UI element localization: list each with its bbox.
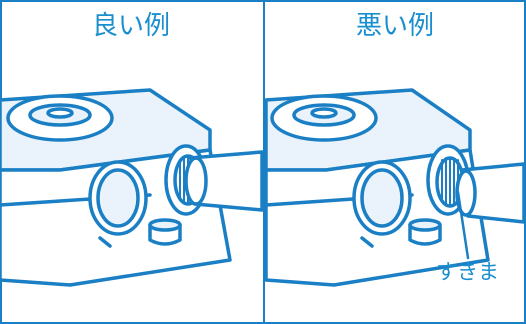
- panel-title-bad: 悪い例: [355, 11, 434, 41]
- fitting-tight-icon: [0, 88, 264, 287]
- fitting-gap-icon: [264, 88, 526, 287]
- gap-callout-label: すきま: [436, 260, 499, 284]
- panel-title-good: 良い例: [91, 11, 170, 41]
